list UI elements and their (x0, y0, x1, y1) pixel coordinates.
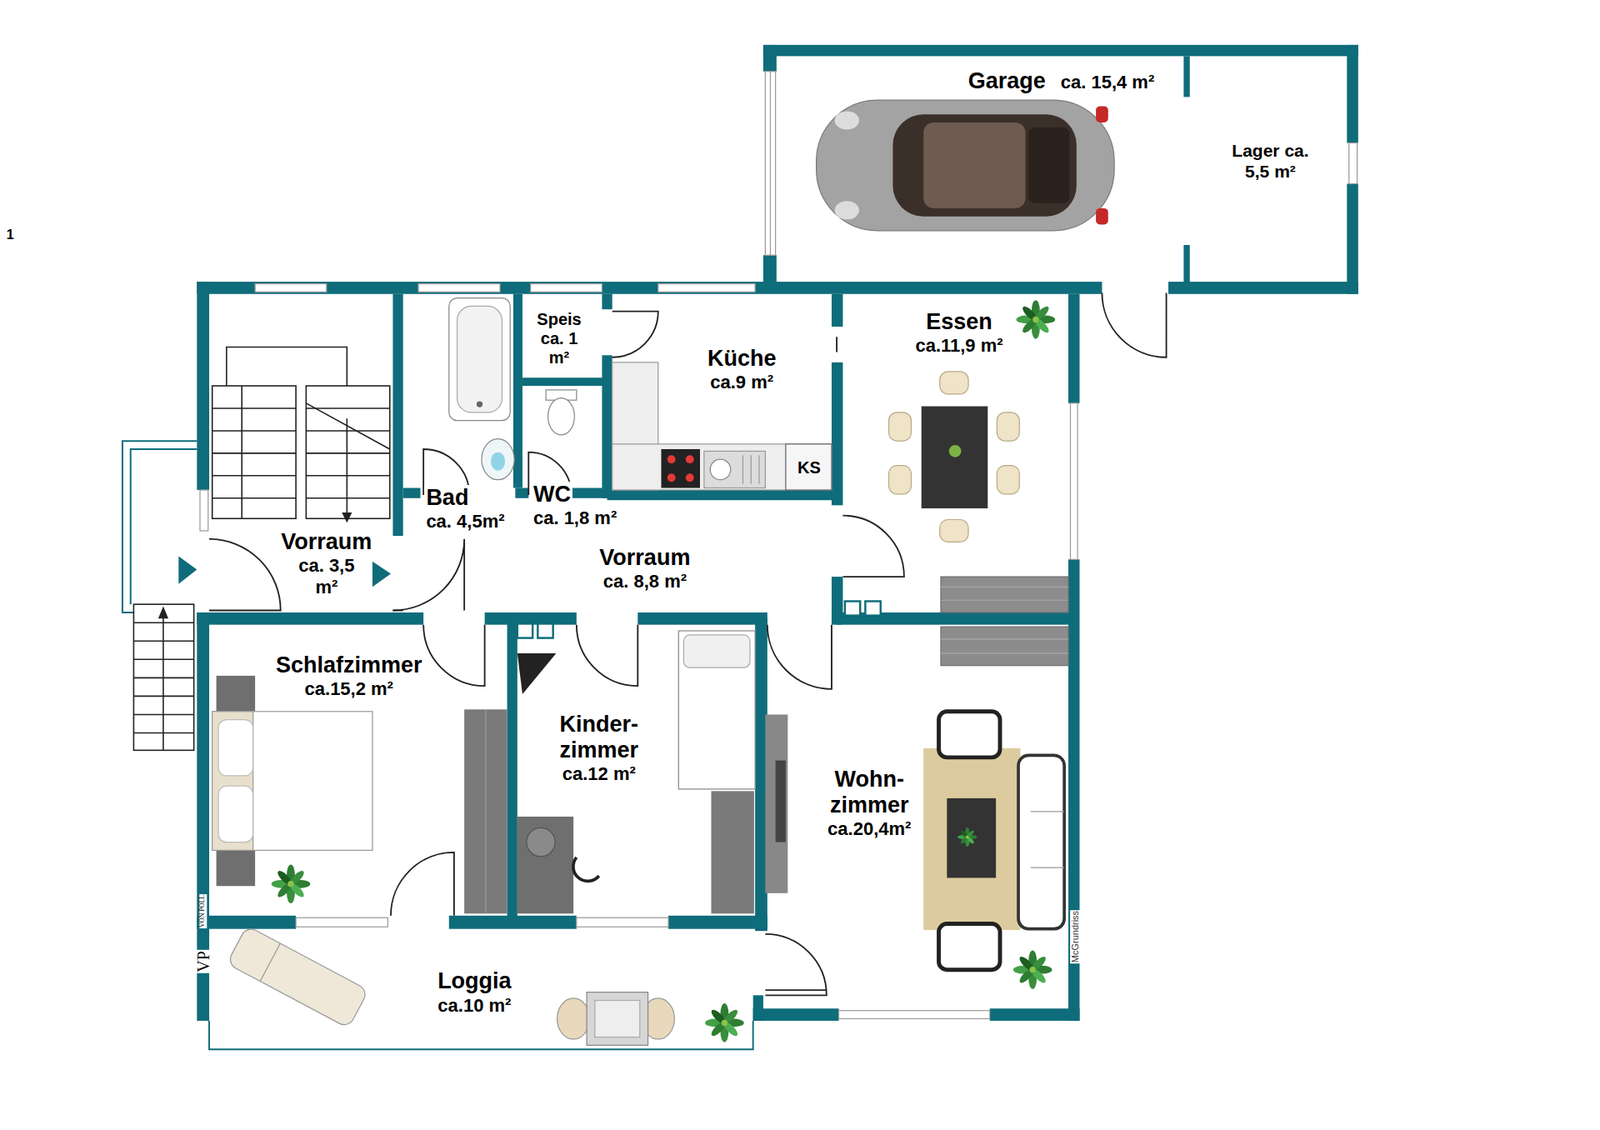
room-name: Vorraum (279, 529, 374, 555)
room-area: ca. 4,5m² (424, 510, 506, 532)
room: Wohn- zimmerca.20,4m² (767, 625, 1069, 1010)
room: Kinder- zimmerca.12 m² (517, 625, 755, 915)
room-area: ca.10 m² (435, 995, 513, 1016)
room-name: Vorraum (597, 545, 692, 571)
room: Kücheca.9 m² (612, 294, 832, 445)
room: Badca. 4,5m² (403, 294, 514, 535)
room: WCca. 1,8 m² (515, 382, 628, 531)
room: Vorraumca. 3,5 m² (209, 500, 393, 613)
room-label: Lager ca. 5,5 m² (1220, 140, 1320, 181)
room-label: Vorraumca. 3,5 m² (279, 529, 374, 598)
room: Essenca.11,9 m² (842, 294, 1069, 613)
room-area: ca. 8,8 m² (601, 570, 689, 592)
logo: VP (194, 950, 213, 974)
room-label: Wohn- zimmerca.20,4m² (821, 766, 917, 840)
room-name: Küche (705, 345, 779, 372)
logo: VON POLL (199, 894, 207, 929)
fridge-label: KS (796, 458, 822, 477)
room-area: ca. 3,5 m² (291, 555, 362, 598)
room-area: ca. 1,8 m² (531, 507, 619, 529)
room-label: Loggiaca.10 m² (435, 968, 514, 1015)
room-area: ca.20,4m² (825, 818, 913, 840)
room-name: Kinder- zimmer (551, 711, 647, 764)
room-label: WCca. 1,8 m² (531, 481, 619, 529)
room: Vorraumca. 8,8 m² (403, 500, 832, 613)
room-area: ca.9 m² (708, 371, 775, 393)
room-area: ca.12 m² (560, 763, 638, 785)
room-area: ca.15,2 m² (303, 678, 395, 700)
room-label: Vorraumca. 8,8 m² (597, 545, 692, 592)
room-label: Schlafzimmerca.15,2 m² (274, 652, 425, 700)
room-label: Kücheca.9 m² (705, 345, 779, 393)
room: Speisca. 1 m² (522, 294, 605, 378)
room-name: Essen (924, 309, 995, 335)
room-area: ca.11,9 m² (913, 335, 1005, 356)
room-label: Speisca. 1 m² (529, 310, 590, 368)
room: Loggiaca.10 m² (209, 929, 754, 1050)
page-number: 1 (5, 227, 15, 243)
room: Lager ca. 5,5 m² (1189, 55, 1348, 282)
room-area: ca. 1 m² (529, 329, 590, 368)
room-name: Wohn- zimmer (821, 766, 917, 819)
room-name: WC (531, 481, 573, 508)
room: Garage ca. 15,4 m² (776, 55, 1185, 282)
room-name: Lager ca. 5,5 m² (1220, 140, 1320, 181)
room-label: Essenca.11,9 m² (913, 309, 1005, 356)
room-label: Badca. 4,5m² (424, 485, 506, 532)
room: Schlafzimmerca.15,2 m² (209, 625, 508, 915)
room-name: Bad (424, 485, 470, 511)
room-label: Kinder- zimmerca.12 m² (551, 711, 647, 785)
room-label: Garage ca. 15,4 m² (966, 68, 1157, 95)
room-area: ca. 15,4 m² (1059, 71, 1157, 93)
room-name: Speis (535, 310, 583, 330)
room-name: Schlafzimmer (274, 652, 425, 679)
watermark: McGrundriss (1070, 910, 1081, 964)
room-name: Garage (966, 68, 1048, 95)
room-name: Loggia (435, 968, 514, 995)
